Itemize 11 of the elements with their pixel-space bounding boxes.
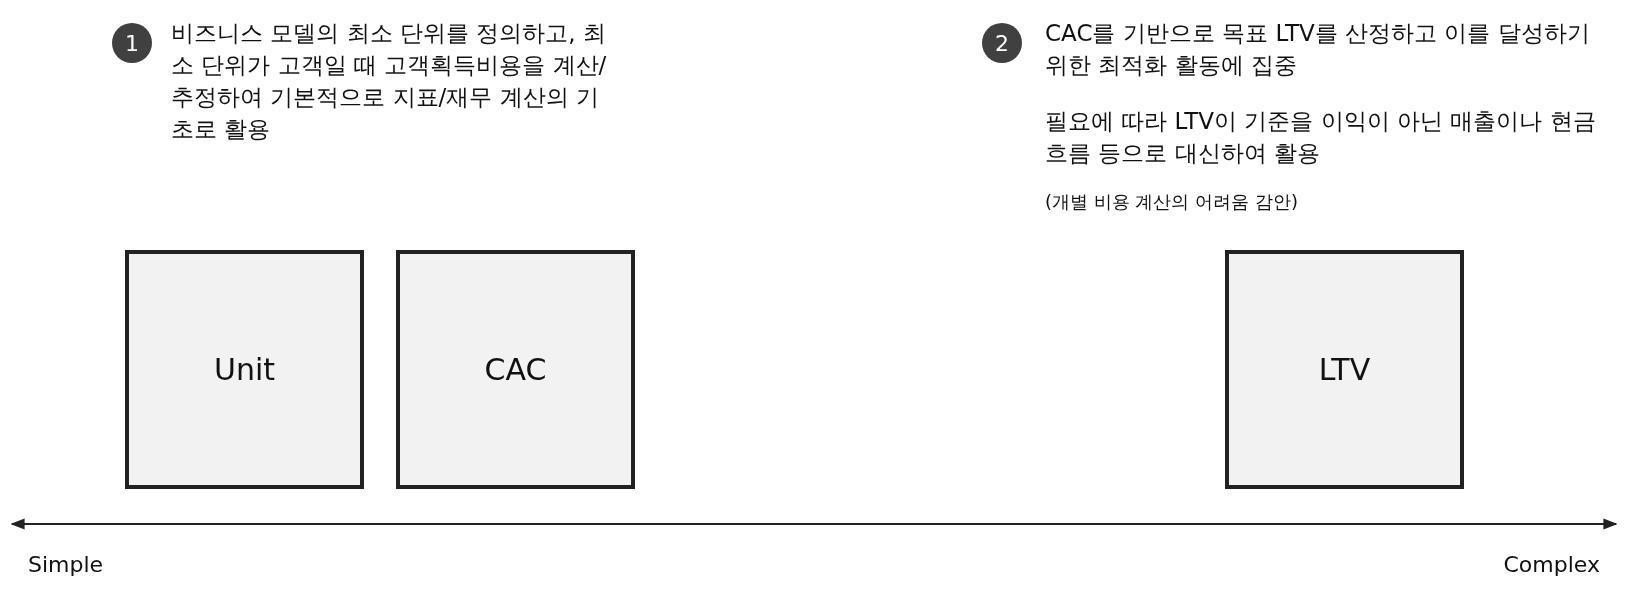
axis-label: Simple <box>28 552 104 577</box>
axis-label: Complex <box>1503 552 1600 577</box>
concept-box: Unit <box>125 250 364 489</box>
description-text: 비즈니스 모델의 최소 단위를 정의하고, 최소 단위가 고객일 때 고객획득비용을 계산/추정하여 기본적으로 지표/재무 계산의 기초로 활용 <box>171 19 608 144</box>
step-number: 2 <box>982 23 1022 63</box>
concept-box: CAC <box>396 250 635 489</box>
step-number: 1 <box>112 23 152 63</box>
description-text: 필요에 따라 LTV이 기준을 이익이 아닌 매출이나 현금흐름 등으로 대신하여 활용 <box>1045 107 1597 168</box>
description-text: CAC를 기반으로 목표 LTV를 산정하고 이를 달성하기 위한 최적화 활동에 집중 <box>1045 19 1591 80</box>
concept-box: LTV <box>1225 250 1464 489</box>
description-text: (개별 비용 계산의 어려움 감안) <box>1045 190 1299 214</box>
